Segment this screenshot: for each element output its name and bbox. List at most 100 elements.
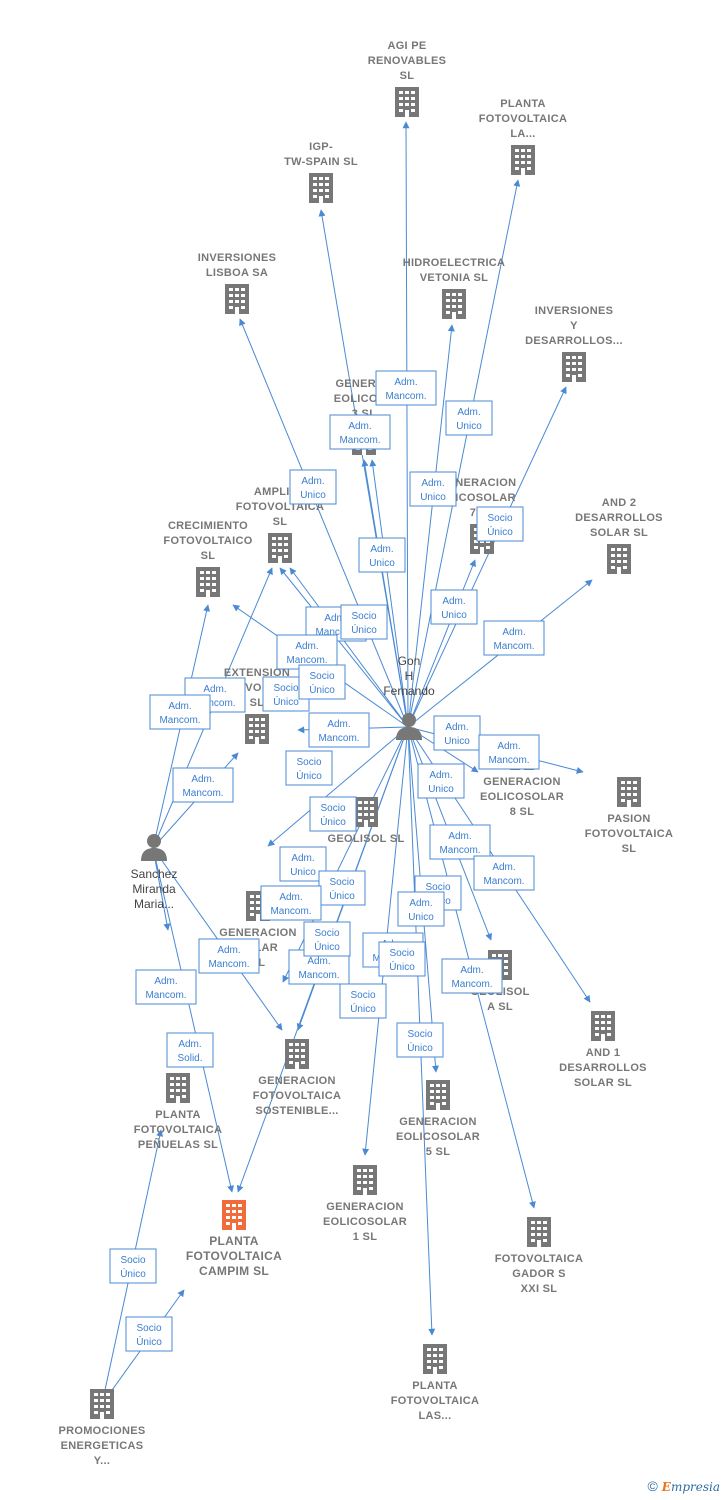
edge-label-box xyxy=(358,537,406,573)
edge-label-text: Adm. xyxy=(203,684,226,695)
edge-label-text: Adm. xyxy=(502,627,525,638)
edge-label-box xyxy=(409,471,457,507)
edge-label-text: Unico xyxy=(428,784,454,795)
edge-label-l24: Adm.Mancom. xyxy=(429,824,491,860)
node-label-line: PEÑUELAS SL xyxy=(138,1138,218,1151)
relationship-edge xyxy=(152,847,235,1193)
node-label-line: FOTOVOLTAICO xyxy=(163,535,252,547)
person-node-p_sanchez[interactable]: SanchezMirandaMaria... xyxy=(131,834,178,911)
edge-label-l12: Adm.Mancom. xyxy=(276,634,338,670)
edge-label-text: Socio xyxy=(425,882,450,893)
edge-label-box xyxy=(417,763,465,799)
edge-label-box xyxy=(430,589,478,625)
node-label-line: GENERACION xyxy=(326,1201,404,1213)
company-node-pf_la[interactable]: PLANTAFOTOVOLTAICALA... xyxy=(479,98,568,175)
edge-label-box xyxy=(276,634,338,670)
edge-label-l8: Adm.Unico xyxy=(430,589,478,625)
edge-label-text: Adm. xyxy=(327,719,350,730)
edge-label-box xyxy=(303,921,351,957)
edge-label-text: Socio xyxy=(487,513,512,524)
company-node-inv_des[interactable]: INVERSIONESYDESARROLLOS... xyxy=(525,305,623,382)
node-label-line: EOLICOSOLAR xyxy=(396,1131,480,1143)
node-label-line: 5 SL xyxy=(426,1146,450,1158)
edge-label-text: Mancom. xyxy=(385,391,426,402)
company-node-gen_foto_sost[interactable]: GENERACIONFOTOVOLTAICASOSTENIBLE... xyxy=(253,1039,342,1117)
node-label-line: SL xyxy=(622,843,637,855)
node-label-line: SL xyxy=(201,550,216,562)
edge-label-box xyxy=(289,469,337,505)
edge-label-text: Mancom. xyxy=(439,845,480,856)
node-label-line: AND 2 xyxy=(602,497,637,509)
node-label-line: PLANTA xyxy=(209,1234,259,1248)
edge-label-box xyxy=(433,715,481,751)
node-label-line: GENERACION xyxy=(483,776,561,788)
edge-label-text: Adm. xyxy=(295,641,318,652)
edge-label-text: Adm. xyxy=(457,407,480,418)
node-label-line: SOLAR SL xyxy=(590,527,648,539)
node-label-line: SL xyxy=(273,516,288,528)
edge-label-text: Adm. xyxy=(279,892,302,903)
building-icon xyxy=(426,1080,450,1110)
edge-label-text: Socio xyxy=(309,671,334,682)
edge-label-box xyxy=(285,750,333,786)
node-label-line: PLANTA xyxy=(500,98,546,110)
edge-label-text: Único xyxy=(120,1267,146,1280)
edge-label-box xyxy=(445,400,493,436)
node-label-line: GADOR S xyxy=(512,1268,565,1280)
relationship-edge xyxy=(407,559,476,728)
node-label-line: IGP- xyxy=(309,141,333,153)
edge-label-box xyxy=(308,712,370,748)
relationship-edge xyxy=(267,726,409,847)
node-label-line: AGI PE xyxy=(387,40,426,52)
edge-label-text: Mancom. xyxy=(488,755,529,766)
node-label-line: CAMPIM SL xyxy=(199,1264,269,1278)
edge-label-box xyxy=(135,969,197,1005)
edge-label-text: Mancom. xyxy=(451,979,492,990)
edge-label-text: Adm. xyxy=(154,976,177,987)
node-label-line: GENERACION xyxy=(258,1075,336,1087)
footer-brand: ©Empresia xyxy=(647,1478,720,1494)
edge-label-text: Socio xyxy=(350,990,375,1001)
edge-label-text: Adm. xyxy=(445,722,468,733)
company-node-pf_las[interactable]: PLANTAFOTOVOLTAICALAS... xyxy=(391,1344,480,1422)
edge-label-l38: Adm.Solid. xyxy=(166,1032,214,1068)
edge-label-text: Socio xyxy=(120,1255,145,1266)
building-icon xyxy=(285,1039,309,1069)
edge-label-l36: Adm.Mancom. xyxy=(135,969,197,1005)
company-node-igp[interactable]: IGP-TW-SPAIN SL xyxy=(284,141,358,203)
node-label-line: Sanchez xyxy=(131,867,178,881)
edge-label-l4: Adm.Unico xyxy=(445,400,493,436)
building-icon xyxy=(607,544,631,574)
edge-label-l28: Adm.Mancom. xyxy=(260,885,322,921)
relationship-edge xyxy=(289,567,409,728)
edge-label-box xyxy=(429,824,491,860)
edge-label-box xyxy=(476,506,524,542)
edge-label-box xyxy=(340,604,388,640)
company-node-promociones[interactable]: PROMOCIONESENERGETICASY... xyxy=(58,1389,145,1467)
building-icon xyxy=(225,284,249,314)
edge-label-l6: Adm.Unico xyxy=(358,537,406,573)
edge-label-text: Único xyxy=(136,1335,162,1348)
building-icon xyxy=(166,1073,190,1103)
company-node-geolisol[interactable]: GEOLISOL SL xyxy=(327,797,404,845)
relationship-edge xyxy=(279,567,409,728)
edge-label-box xyxy=(298,664,346,700)
